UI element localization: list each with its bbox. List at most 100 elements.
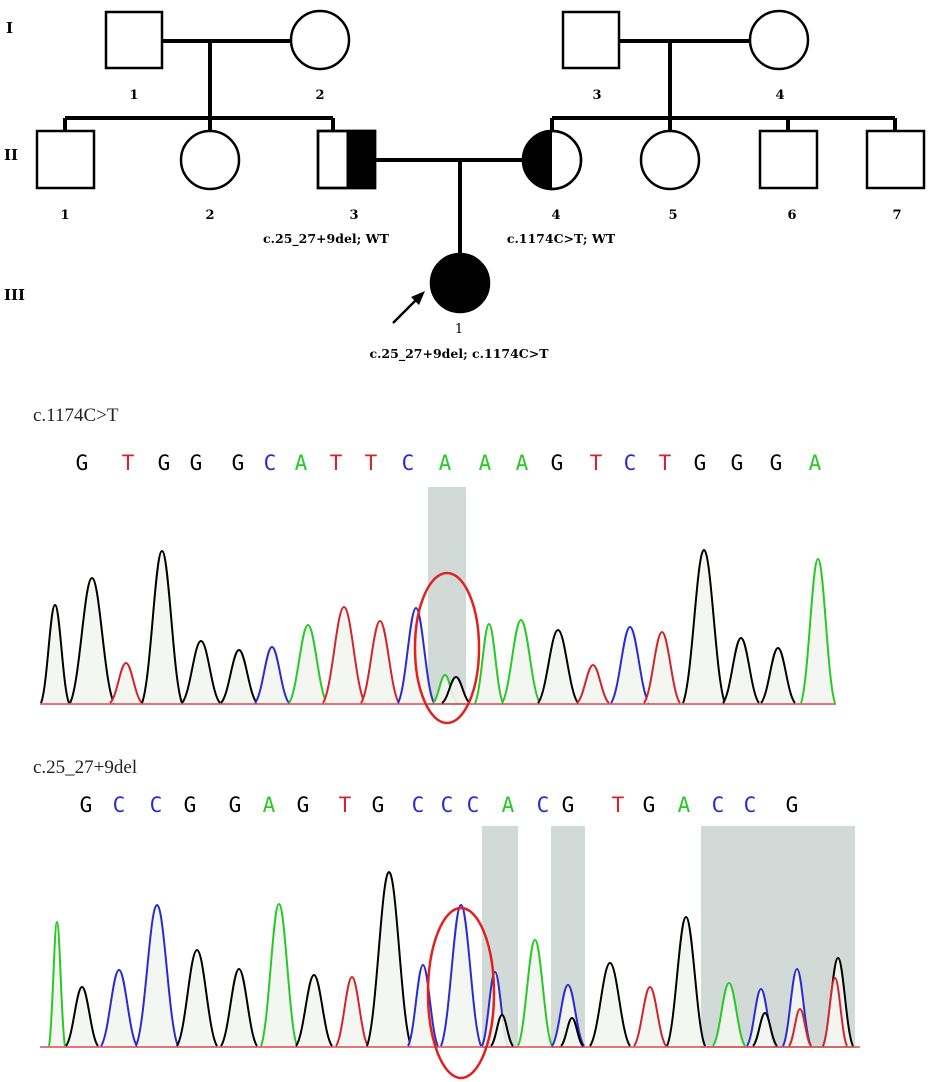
base-call: C (150, 793, 163, 817)
male-I1 (104, 10, 164, 70)
trace-peak (141, 549, 183, 704)
label-II6: 6 (787, 208, 796, 223)
trace-peak (407, 963, 439, 1047)
trace-peak (40, 603, 70, 704)
base-call: G (786, 793, 799, 817)
trace-peak (322, 605, 366, 704)
base-call: A (439, 451, 452, 475)
female-I2 (289, 9, 351, 71)
label-I3: 3 (592, 88, 601, 103)
trace-peak (560, 1016, 584, 1047)
generation-label-I: I (6, 19, 13, 37)
label-II3: 3 (349, 208, 358, 223)
base-call: G (731, 451, 744, 475)
base-call: G (232, 451, 245, 475)
trace-peak (788, 1007, 812, 1047)
trace-peak (65, 985, 99, 1047)
base-call: G (229, 793, 242, 817)
proband-arrow (392, 291, 425, 324)
trace-c25-27del (48, 870, 854, 1047)
trace-peak (366, 870, 412, 1047)
trace-peak (712, 981, 746, 1047)
trace-peak (335, 975, 369, 1047)
base-call: G (184, 793, 197, 817)
trace-peak (666, 915, 706, 1047)
base-call: C (712, 793, 725, 817)
trace-peak (69, 576, 115, 704)
base-call: G (770, 451, 783, 475)
genotype-II4: c.1174C>T; WT (507, 231, 616, 246)
trace-peak (589, 961, 631, 1047)
label-II2: 2 (205, 208, 214, 223)
base-call: C (744, 793, 757, 817)
male-I3 (561, 10, 621, 70)
trace-peak (682, 548, 726, 704)
chromatogram-title-c25-27del: c.25_27+9del (33, 757, 137, 778)
base-call: C (113, 793, 126, 817)
male-II6 (758, 129, 819, 190)
base-call: C (441, 793, 454, 817)
trace-peak (260, 902, 298, 1047)
base-call: G (551, 451, 564, 475)
variant-circle-c1174 (413, 571, 481, 725)
base-call: G (372, 793, 385, 817)
base-call: A (502, 793, 515, 817)
label-I2: 2 (315, 88, 324, 103)
base-call: C (412, 793, 425, 817)
base-call: C (467, 793, 480, 817)
base-call: A (516, 451, 529, 475)
female-I4 (748, 9, 810, 71)
base-call: G (562, 793, 575, 817)
chromatogram-title-c1174: c.1174C>T (33, 405, 119, 426)
trace-peak (610, 625, 650, 704)
base-call: T (365, 451, 378, 475)
base-call: C (402, 451, 415, 475)
base-call: G (694, 451, 707, 475)
trace-peak (181, 639, 221, 704)
male-II7 (865, 129, 926, 190)
base-call: G (158, 451, 171, 475)
label-II7: 7 (892, 208, 901, 223)
trace-peak (722, 636, 760, 704)
genotype-III1: c.25_27+9del; c.1174C>T (369, 346, 549, 362)
male-II1 (35, 129, 96, 190)
base-call: C (624, 451, 637, 475)
base-call: A (809, 451, 822, 475)
trace-peak (220, 648, 258, 704)
trace-peak (220, 967, 258, 1047)
base-call: A (678, 793, 691, 817)
variant-highlight-c1174 (428, 487, 466, 705)
trace-peak (440, 903, 482, 1047)
base-call: T (330, 451, 343, 475)
trace-peak (490, 1013, 514, 1047)
label-II1: 1 (60, 208, 69, 223)
genotype-II3: c.25_27+9del; WT (263, 231, 390, 247)
label-II4: 4 (551, 208, 560, 223)
base-call: T (612, 793, 625, 817)
base-call: G (190, 451, 203, 475)
base-call: T (590, 451, 603, 475)
label-I4: 4 (775, 88, 784, 103)
trace-peak (288, 623, 328, 704)
trace-peak (501, 618, 541, 704)
base-call: T (122, 451, 135, 475)
female-II4-carrier (521, 129, 583, 191)
trace-peak (576, 663, 610, 704)
generation-label-II: II (4, 146, 18, 164)
female-II2 (179, 129, 241, 191)
variant-circle-c25-27del (426, 906, 496, 1080)
female-III1-affected (429, 252, 491, 314)
trace-peak (295, 973, 333, 1047)
trace-peak (537, 628, 579, 704)
label-III1: 1 (455, 322, 463, 337)
trace-peak (643, 630, 681, 704)
trace-peak (100, 968, 138, 1047)
trace-peak (48, 920, 66, 1047)
trace-peak (254, 645, 290, 704)
base-call: G (643, 793, 656, 817)
trace-peak (360, 619, 400, 704)
